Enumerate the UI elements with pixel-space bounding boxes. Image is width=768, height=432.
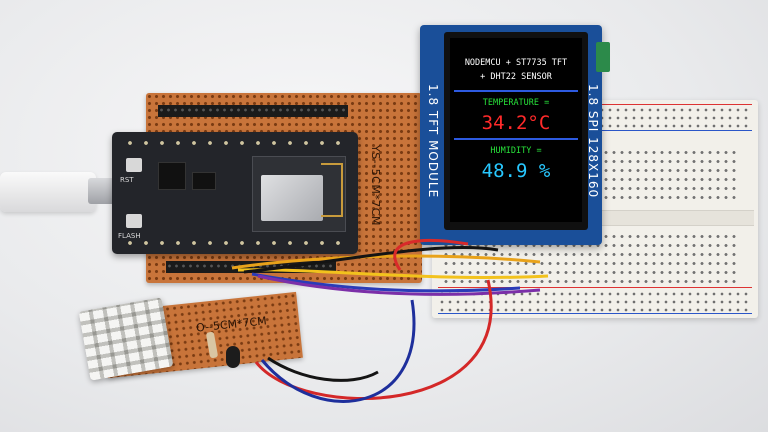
esp-shield-can (261, 175, 323, 221)
capacitor (226, 346, 240, 368)
flash-label: FLASH (118, 232, 141, 240)
wire-red-top (393, 238, 469, 271)
screen-divider-1 (454, 90, 578, 92)
nodemcu-board: RST FLASH (112, 132, 358, 254)
screen-protector-tab (596, 42, 610, 72)
tft-screen: NODEMCU + ST7735 TFT + DHT22 SENSOR TEMP… (450, 38, 582, 222)
wire-orange (231, 254, 541, 270)
wire-purple (257, 274, 541, 296)
breadboard-red-line-bottom (438, 287, 752, 288)
temperature-value: 34.2°C (481, 112, 551, 134)
esp-antenna-trace (321, 163, 343, 217)
screen-title-line2: + DHT22 SENSOR (480, 72, 552, 82)
regulator-chip (192, 172, 216, 190)
wire-black (243, 245, 499, 274)
breadboard-bottom-rail (438, 290, 752, 312)
wire-red-loop (254, 279, 493, 401)
usb-cable (0, 172, 96, 212)
screen-divider-2 (454, 138, 578, 140)
wire-blue (251, 272, 521, 293)
perfboard-top-header (158, 105, 348, 117)
rst-button (126, 158, 142, 172)
humidity-value: 48.9 % (481, 160, 551, 182)
esp8266-module (252, 156, 346, 232)
rst-label: RST (120, 176, 134, 184)
humidity-label: HUMIDITY = (490, 146, 542, 156)
breadboard-blue-line-bottom (438, 313, 752, 314)
flash-button (126, 214, 142, 228)
temperature-label: TEMPERATURE = (482, 98, 550, 108)
nodemcu-top-pins (122, 138, 348, 148)
usb-serial-chip (158, 162, 186, 190)
wire-blue-loop (260, 299, 416, 403)
wire-yellow (237, 268, 549, 279)
screen-title-line1: NODEMCU + ST7735 TFT (464, 58, 568, 68)
wire-black-short (267, 356, 379, 382)
nodemcu-bottom-pins (122, 238, 348, 248)
